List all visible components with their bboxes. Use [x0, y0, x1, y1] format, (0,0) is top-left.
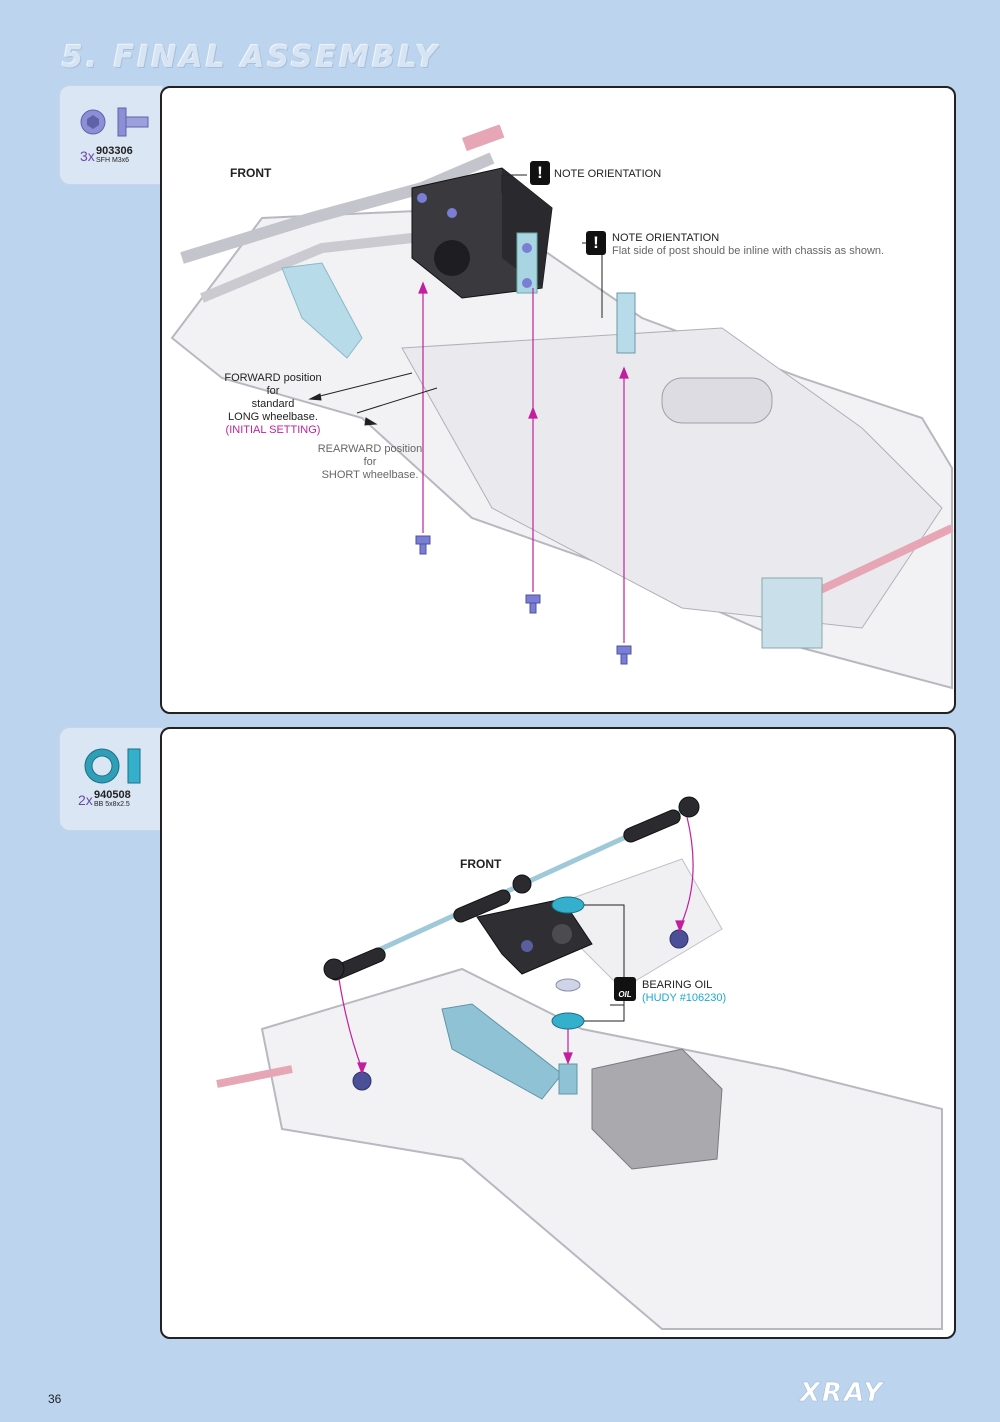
rearward-line-1: REARWARD position for: [317, 443, 423, 468]
warning-icon: !: [530, 161, 550, 185]
rearward-position-note: REARWARD position for SHORT wheelbase.: [310, 443, 430, 482]
warning-icon: !: [586, 231, 606, 255]
page-number: 36: [48, 1392, 62, 1406]
parts-tab-1: 3x 903306 SFH M3x6: [60, 86, 162, 184]
part-code: 903306: [96, 145, 133, 157]
flat-head-screw-icon: [80, 107, 149, 137]
forward-line-2: standard: [251, 398, 295, 410]
rearward-line-2: SHORT wheelbase.: [321, 469, 419, 481]
forward-line-1: FORWARD position for: [224, 372, 322, 397]
hudy-ref-label: (HUDY #106230): [642, 992, 727, 1004]
brand-logo: XRAY: [800, 1378, 885, 1409]
page-title: 5. FINAL ASSEMBLY: [62, 40, 440, 75]
ball-bearing-icon: [84, 748, 141, 784]
forward-line-3: LONG wheelbase.: [228, 411, 318, 423]
note-orientation-2-body: Flat side of post should be inline with …: [612, 245, 885, 257]
parts-tab-2: 2x 940508 BB 5x8x2.5: [60, 728, 162, 830]
bearing-oil-label: BEARING OIL: [642, 979, 713, 991]
part-desc: SFH M3x6: [96, 157, 130, 164]
assembly-step-1-panel: FRONT ! NOTE ORIENTATION ! NOTE ORIENTAT…: [160, 86, 956, 714]
note-orientation-2-title: NOTE ORIENTATION: [612, 232, 720, 244]
assembly-step-2-panel: FRONT OIL BEARING OIL (HUDY #106230): [160, 727, 956, 1339]
initial-setting-label: (INITIAL SETTING): [225, 424, 321, 436]
front-label: FRONT: [460, 857, 502, 871]
forward-position-note: FORWARD position for standard LONG wheel…: [218, 372, 328, 437]
chassis-illustration-2: [216, 796, 943, 1330]
front-label: FRONT: [230, 166, 272, 180]
chassis-illustration-1: [170, 124, 954, 690]
oil-icon: OIL: [614, 977, 636, 1001]
note-orientation-1: NOTE ORIENTATION: [554, 168, 662, 180]
part-desc: BB 5x8x2.5: [94, 801, 130, 808]
part-code: 940508: [94, 789, 131, 801]
part-qty: 2x: [78, 792, 93, 808]
part-qty: 3x: [80, 148, 95, 164]
